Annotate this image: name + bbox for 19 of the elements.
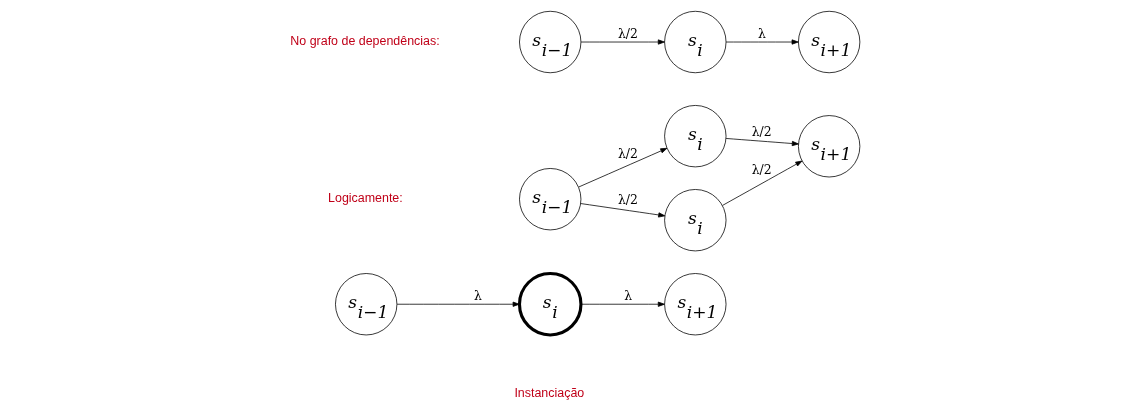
arrow bbox=[725, 138, 799, 147]
edge-label: λ/2 bbox=[617, 25, 638, 41]
edge-label: λ bbox=[757, 25, 766, 41]
label: No grafo de dependências: bbox=[289, 33, 440, 48]
label: Logicamente: bbox=[327, 191, 403, 206]
arrow bbox=[721, 160, 802, 206]
edge-label: λ/2 bbox=[751, 162, 772, 178]
arrow bbox=[580, 301, 665, 307]
edge-label: λ/2 bbox=[617, 145, 638, 161]
edge-label: λ bbox=[473, 288, 482, 304]
arrow bbox=[725, 39, 799, 45]
arrow bbox=[577, 147, 667, 188]
edge-label: λ/2 bbox=[751, 124, 772, 140]
arrow bbox=[579, 203, 665, 218]
arrow bbox=[396, 301, 520, 307]
arrow bbox=[580, 39, 665, 45]
label: Instanciação bbox=[513, 385, 584, 400]
edge-label: λ/2 bbox=[617, 192, 638, 208]
edge-label: λ bbox=[623, 288, 632, 304]
